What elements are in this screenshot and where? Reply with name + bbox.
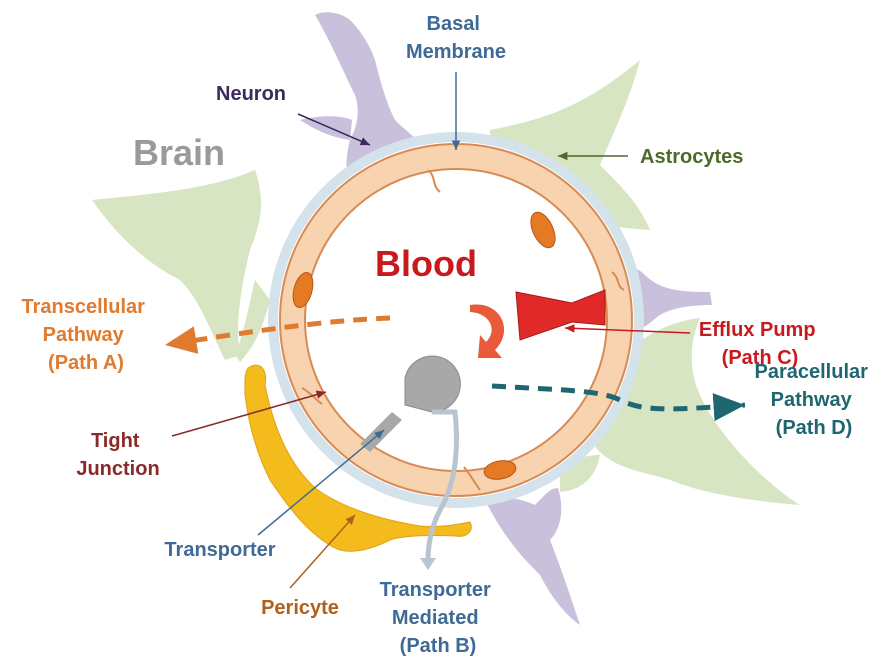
blood-label: Blood: [375, 243, 477, 284]
paracellular-label: Paracellular Pathway (Path D): [755, 361, 874, 439]
brain-label: Brain: [133, 132, 225, 173]
transporter-label: Transporter: [164, 539, 275, 561]
transporter-channel-arrowhead: [420, 558, 436, 570]
neuron-shape-bottom: [485, 488, 580, 625]
tight-junction-label: Tight Junction: [76, 430, 159, 480]
basal-membrane-label: Basal Membrane: [406, 13, 506, 63]
astrocytes-label: Astrocytes: [640, 146, 743, 168]
transcellular-label: Transcellular Pathway (Path A): [22, 296, 151, 374]
transporter-mediated-label: Transporter Mediated (Path B): [380, 579, 497, 657]
pericyte-label: Pericyte: [261, 597, 339, 619]
neuron-label: Neuron: [216, 83, 286, 105]
transporter-body: [405, 356, 460, 412]
neuron-shape-top-branch: [300, 116, 352, 140]
